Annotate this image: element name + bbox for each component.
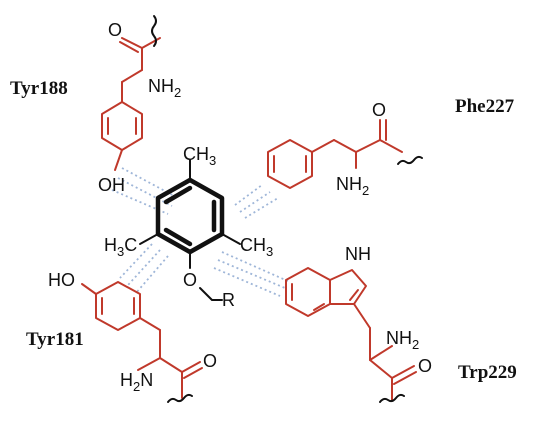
phe227-chain-break (397, 155, 423, 165)
tyr188-hydroxyl: OH (98, 175, 125, 195)
tyr181-carbonyl (159, 357, 183, 373)
interaction-line (213, 267, 281, 297)
phe227-oxygen: O (372, 100, 386, 120)
trp229-co (391, 365, 415, 379)
core-ring (139, 159, 241, 301)
trp229-pyrrole-ring (329, 269, 367, 305)
tyr188-oxygen: O (108, 20, 122, 40)
interaction-line (234, 184, 263, 206)
tyr181-h2n: H2N (120, 370, 153, 394)
tyr188-nh2: NH2 (148, 76, 181, 100)
tyr181-co-double (183, 367, 203, 379)
core-oxygen: O (183, 270, 197, 290)
tyr181-oxygen: O (203, 351, 217, 371)
trp229-carbonyl (369, 359, 393, 379)
tyr188-chain-break (151, 15, 157, 47)
phe227-nh2: NH2 (336, 174, 369, 198)
tyr188-co-double (119, 41, 139, 53)
trp229-double-bond (313, 303, 325, 311)
interaction-line (121, 167, 179, 199)
core-methyl-bond-right (221, 233, 241, 245)
core-ch3-right: CH3 (240, 235, 273, 259)
trp229-nh2: NH2 (386, 328, 419, 352)
trp229-residue (285, 267, 417, 403)
tyr188-chain (141, 37, 161, 49)
tyr181-n-bond (137, 357, 161, 371)
phe227-carbonyl (355, 139, 381, 153)
tyr188-oh-bond (114, 149, 123, 171)
core-r-group: R (222, 290, 235, 310)
core-double-bond (163, 227, 193, 247)
interaction-line (117, 177, 173, 207)
core-double-bond (163, 185, 193, 205)
interaction-line (244, 197, 279, 219)
residue-label-tyr181: Tyr181 (26, 329, 84, 350)
tyr188-residue (101, 15, 161, 171)
tyr181-oh-bond (81, 283, 97, 295)
trp229-co-double (393, 371, 417, 385)
interaction-line (217, 259, 286, 289)
trp229-nh: NH (345, 244, 371, 264)
trp229-cb-bond (353, 303, 371, 329)
tyr181-residue (81, 281, 203, 403)
residue-label-tyr188: Tyr188 (10, 78, 68, 99)
tyr181-cb-bond (139, 317, 161, 331)
trp229-double-bond (349, 289, 359, 301)
tyr181-hydroxyl: HO (48, 270, 75, 290)
phe227-cb-bond (311, 139, 335, 153)
phe227-residue (267, 119, 423, 189)
interaction-line (135, 255, 169, 294)
tyr188-ca-bond (121, 69, 143, 83)
trp229-n-bond (369, 345, 393, 361)
trp229-oxygen: O (418, 356, 432, 376)
residue-label-phe227: Phe227 (455, 96, 515, 117)
interaction-line (221, 251, 291, 283)
tyr188-co (121, 37, 143, 49)
core-ch3-top: CH3 (183, 144, 216, 168)
core-methyl-bond-left (139, 233, 159, 245)
interaction-line (127, 249, 161, 286)
phe227-ca-bond (333, 139, 357, 153)
trp229-chain-break (379, 393, 405, 403)
interaction-lines (111, 167, 291, 297)
tyr181-chain-break (167, 393, 193, 403)
phe227-chain (379, 139, 403, 153)
interaction-line (239, 191, 271, 213)
core-h3c-left: H3C (104, 235, 137, 259)
core-r-bond (199, 287, 223, 301)
residue-label-trp229: Trp229 (458, 362, 517, 383)
tyr181-co (181, 361, 201, 373)
